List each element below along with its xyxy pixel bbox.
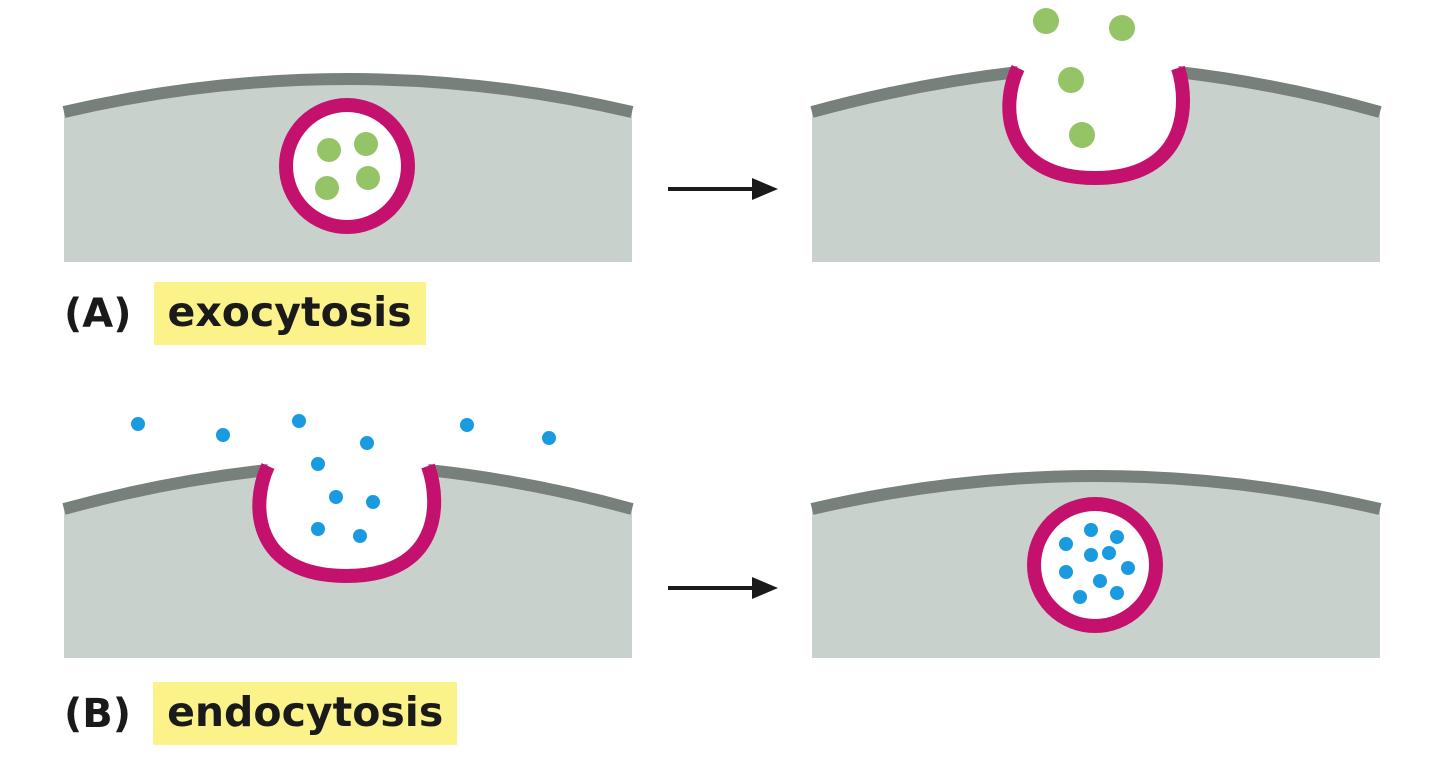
- plasma-membrane: [62, 464, 269, 515]
- fused-vesicle-membrane: [1002, 64, 1190, 186]
- cargo-particle: [360, 436, 374, 450]
- endocytic-vesicle: [1027, 497, 1163, 633]
- cargo-particle: [329, 490, 343, 504]
- cytoplasm: [812, 72, 1380, 262]
- endocytosis-before-cell: [62, 414, 634, 658]
- plasma-membrane: [62, 73, 634, 118]
- cargo-particle: [1102, 546, 1116, 560]
- panel-letter: (A): [64, 290, 132, 337]
- panel-b-label: (B) endocytosis: [64, 682, 458, 746]
- exocytosis-before-cell: [62, 73, 634, 262]
- cargo-particle: [354, 132, 378, 156]
- plasma-membrane: [427, 464, 634, 515]
- cargo-particle: [315, 176, 339, 200]
- cargo-particle: [356, 166, 380, 190]
- ingested-cargo-group: [1059, 523, 1135, 604]
- cargo-particle: [1084, 523, 1098, 537]
- cargo-particle: [366, 495, 380, 509]
- cargo-particle: [460, 418, 474, 432]
- cargo-particle: [1058, 67, 1084, 93]
- process-name-highlight: endocytosis: [153, 682, 458, 746]
- cargo-particle: [1069, 122, 1095, 148]
- panel-a-label: (A) exocytosis: [64, 282, 426, 346]
- pit-membrane: [252, 463, 442, 584]
- secreted-cargo-group: [315, 132, 380, 200]
- cargo-particle: [1109, 15, 1135, 41]
- cargo-particle: [311, 522, 325, 536]
- cargo-particle: [311, 457, 325, 471]
- arrow-right-icon: [668, 178, 778, 200]
- endocytosis-after-cell: [810, 470, 1382, 658]
- cargo-particle: [1110, 586, 1124, 600]
- cargo-particle: [542, 431, 556, 445]
- cargo-particle: [1033, 8, 1059, 34]
- cargo-particle: [292, 414, 306, 428]
- plasma-membrane: [810, 66, 1019, 118]
- cargo-particle: [1059, 565, 1073, 579]
- cargo-particle: [1073, 590, 1087, 604]
- process-name-highlight: exocytosis: [153, 282, 426, 346]
- arrow-right-icon: [668, 577, 778, 599]
- cargo-particle: [353, 529, 367, 543]
- cargo-particle: [1110, 530, 1124, 544]
- cargo-particle: [317, 138, 341, 162]
- cytoplasm: [64, 470, 632, 658]
- cargo-particle: [1121, 561, 1135, 575]
- plasma-membrane: [810, 470, 1382, 515]
- cargo-particle: [1084, 548, 1098, 562]
- cargo-particle: [131, 417, 145, 431]
- plasma-membrane: [1177, 66, 1382, 118]
- ingested-cargo-group: [131, 414, 556, 543]
- cargo-particle: [1059, 537, 1073, 551]
- secretory-vesicle: [279, 98, 415, 234]
- panel-letter: (B): [64, 690, 132, 737]
- cargo-particle: [1093, 574, 1107, 588]
- cargo-particle: [216, 428, 230, 442]
- exocytosis-after-cell: [810, 8, 1382, 262]
- secreted-cargo-group: [1033, 8, 1135, 148]
